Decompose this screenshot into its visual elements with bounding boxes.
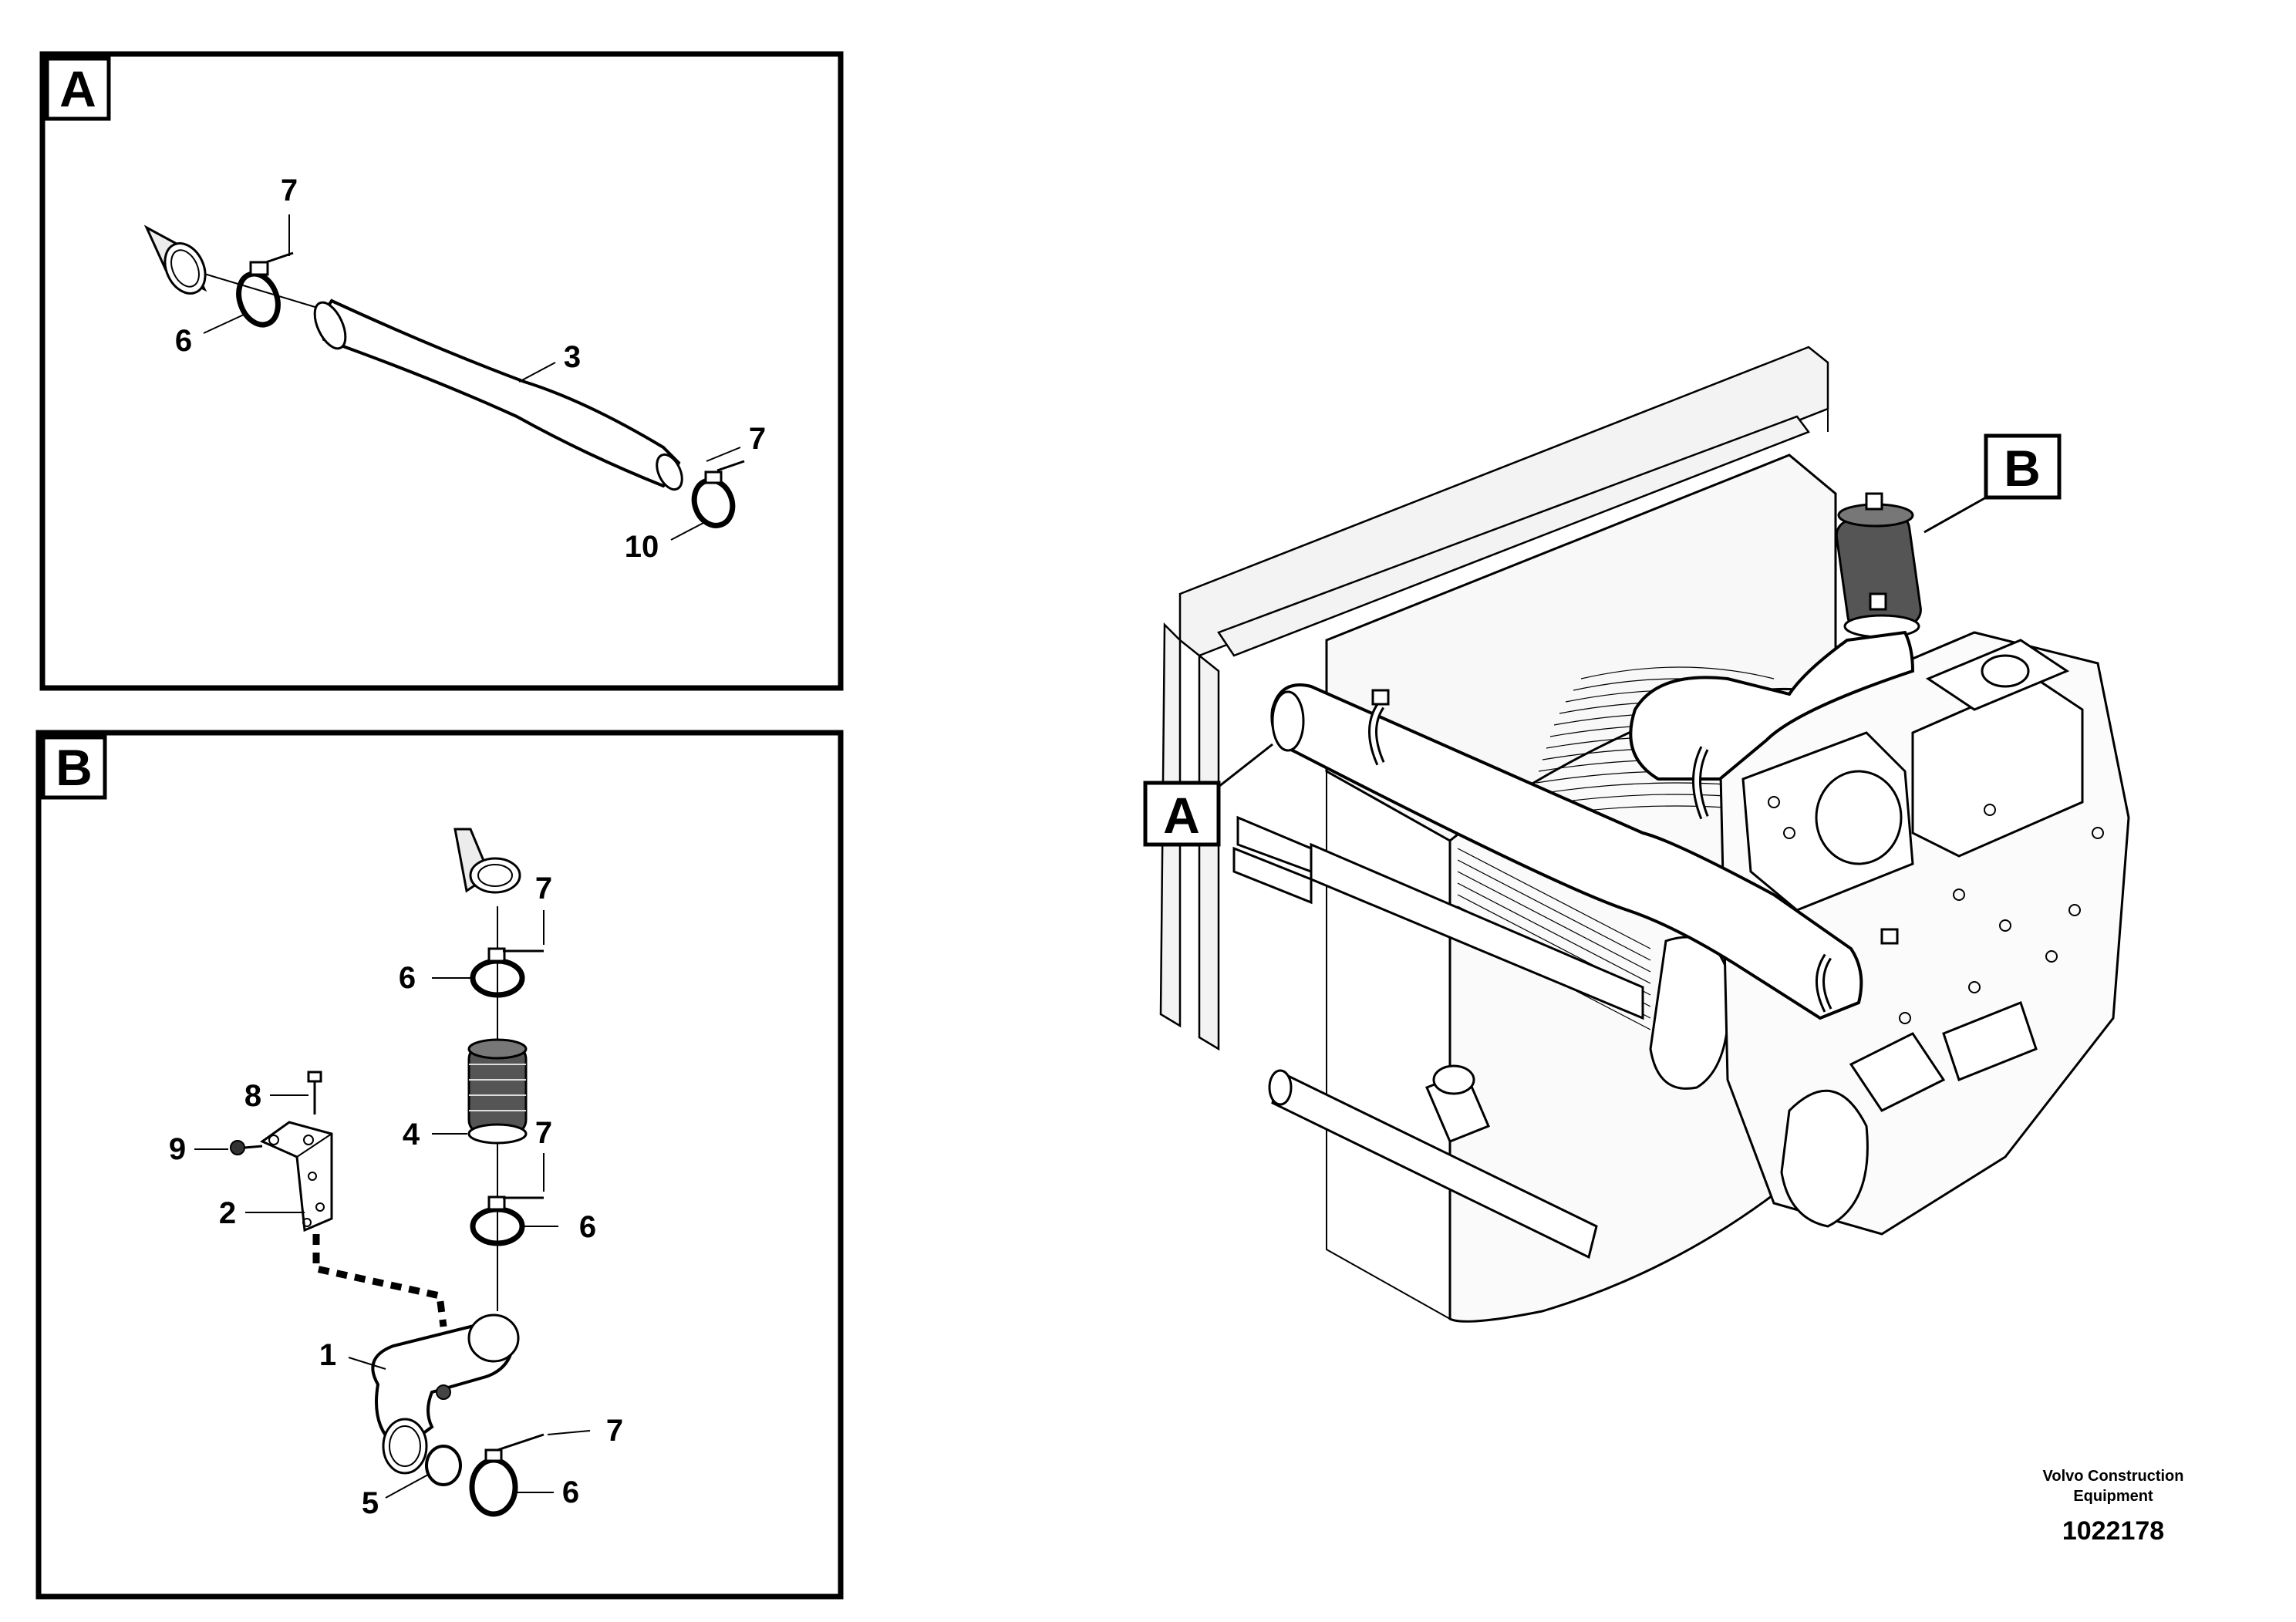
bracket-link [312,1234,447,1327]
engine-block [1718,631,2130,1236]
screw-end [716,460,745,472]
intake-pipe-overview [1270,683,1863,1020]
overview-label-b: B [2004,440,2041,497]
elbow-pipe [371,1313,520,1475]
callout-8: 8 [244,1079,261,1113]
callout-7: 7 [606,1414,623,1448]
bolt [307,1071,322,1114]
callout-6: 6 [175,324,192,358]
hose-clamp-end [691,470,736,528]
nut [230,1140,263,1155]
part-number: 1022178 [2062,1516,2164,1546]
brand-line-1: Volvo Construction [2043,1468,2184,1485]
fan-hub [1649,936,1731,1090]
panel-b-label: B [56,739,93,796]
hose-clamp-top [470,947,525,998]
brand-line-2: Equipment [2073,1488,2153,1505]
panel-b: B [35,730,844,1600]
panel-b-frame [35,730,844,1600]
assembly-axis [196,271,321,309]
callout-9: 9 [169,1132,186,1166]
callout-10: 10 [625,530,659,564]
panel-a-frame [39,51,844,691]
engine-overview: A B [1143,346,2130,1323]
bellows-hose [467,1038,528,1145]
footer: Volvo Construction Equipment 1022178 [2043,1468,2184,1546]
overview-label-a: A [1163,787,1200,844]
callout-3: 3 [564,340,581,374]
hose-clamp [236,261,281,328]
callout-5: 5 [362,1486,379,1520]
callout-7: 7 [535,1116,552,1150]
panel-a: A 7 [39,51,844,691]
callout-7: 7 [749,422,766,456]
callout-box-b [1984,433,2062,500]
callout-7: 7 [535,872,552,905]
callout-6: 6 [579,1210,596,1244]
bellows-hose-overview [1835,492,1922,639]
callout-box-a [1143,781,1221,847]
seal-ring [425,1445,462,1486]
turbo-elbow [1629,630,1915,781]
callout-7: 7 [281,174,298,207]
hose-clamp-bottom [469,1448,518,1517]
turbo-outlet-stub [453,828,521,894]
intake-pipe [313,298,683,491]
callout-6: 6 [399,961,416,995]
screw-bottom [497,1433,544,1452]
callout-4: 4 [403,1118,420,1152]
stub-pipe [143,224,207,295]
panel-a-label: A [59,60,96,117]
support-rods [1232,815,1644,1259]
panel-a-label-box [45,56,111,121]
callout-1: 1 [319,1338,336,1372]
mounting-bracket [259,1121,333,1233]
callout-2: 2 [219,1196,236,1230]
callout-6: 6 [562,1475,579,1509]
panel-b-label-box [41,735,107,800]
